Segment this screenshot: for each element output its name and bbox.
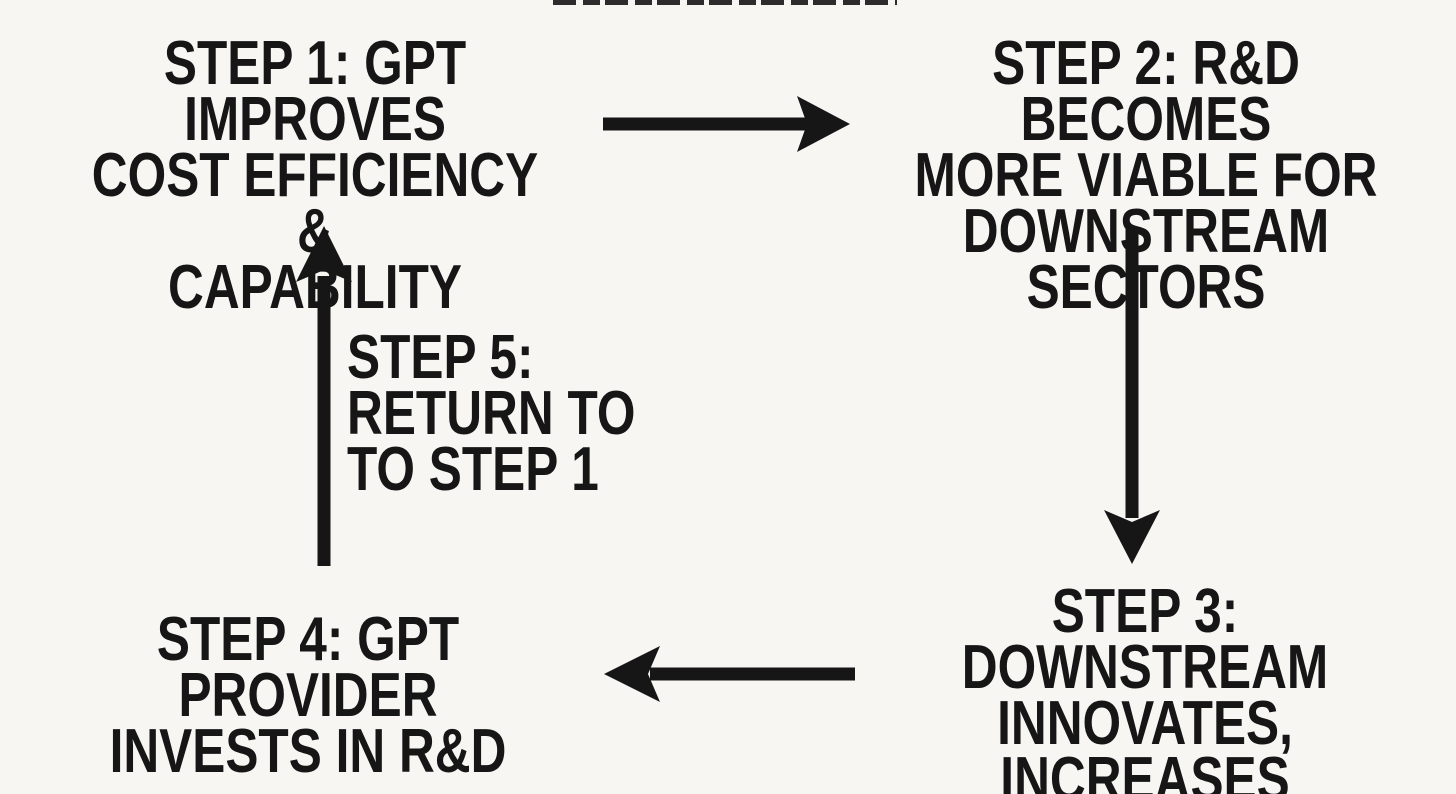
step2-label: STEP 2: R&D BECOMES MORE VIABLE FOR DOWN…: [914, 29, 1378, 322]
step3-label: STEP 3: DOWNSTREAM INNOVATES, INCREASES …: [961, 577, 1329, 794]
cropped-title-remnant: [553, 0, 897, 5]
arrow-step2-to-step3-icon: [1104, 228, 1160, 564]
arrow-step1-to-step2-icon: [603, 96, 850, 152]
arrow-step5-to-step1-icon: [296, 226, 352, 566]
arrow-step3-to-step4-icon: [604, 646, 855, 702]
step1-label: STEP 1: GPT IMPROVES COST EFFICIENCY & C…: [91, 29, 539, 322]
step4-label: STEP 4: GPT PROVIDER INVESTS IN R&D: [109, 605, 507, 786]
step5-label: STEP 5: RETURN TO TO STEP 1: [347, 323, 636, 504]
